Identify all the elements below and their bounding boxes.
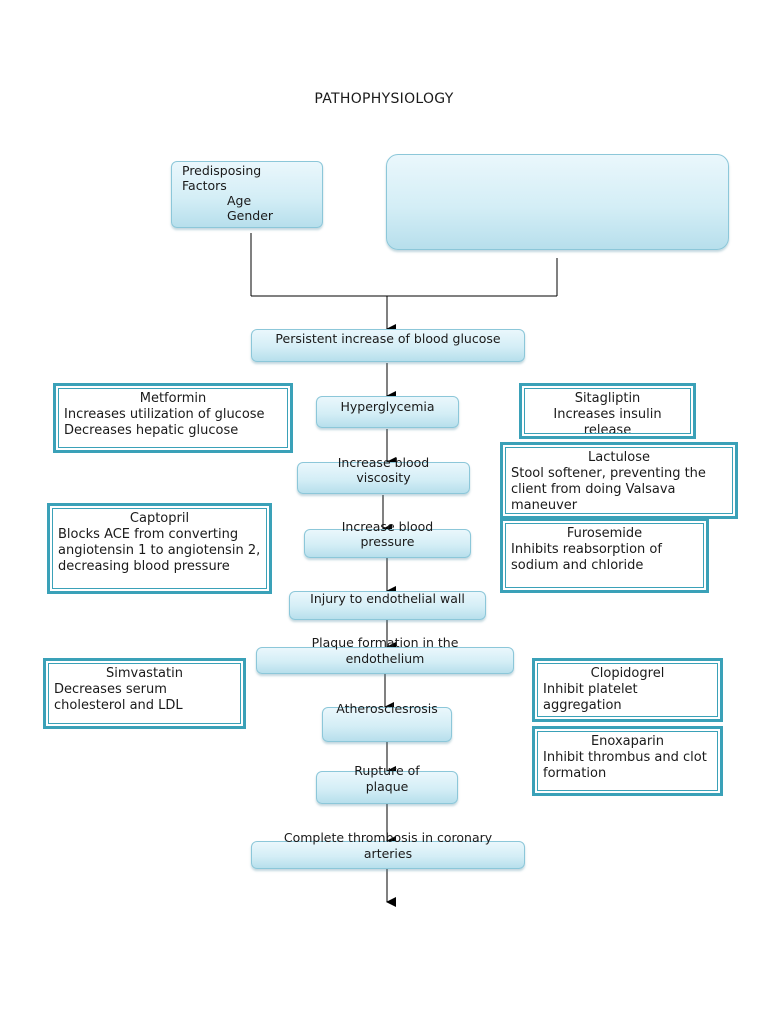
predisposing-heading-line1: Predisposing	[182, 163, 262, 178]
flow-label-plaque: Plaque formation in the endothelium	[311, 635, 459, 666]
drug-name-metformin: Metformin	[139, 391, 207, 406]
drug-desc-sitagliptin: Increases insulin release	[553, 407, 662, 434]
drug-box-metformin: Metformin Increases utilization of gluco…	[53, 383, 293, 453]
flow-label-atherosclerosis: Atherosclesrosis	[336, 701, 438, 716]
flow-label-thrombosis: Complete thrombosis in coronary arteries	[283, 830, 493, 861]
drug-name-simvastatin: Simvastatin	[106, 666, 183, 681]
drug-name-sitagliptin: Sitagliptin	[574, 391, 641, 406]
drug-desc-enoxaparin: Inhibit thrombus and clot formation	[543, 750, 707, 781]
drug-box-furosemide: Furosemide Inhibits reabsorption of sodi…	[500, 518, 709, 593]
drug-box-sitagliptin: Sitagliptin Increases insulin release	[519, 383, 696, 439]
drug-name-lactulose: Lactulose	[587, 450, 651, 465]
predisposing-heading-line2: Factors	[182, 178, 227, 193]
flow-node-pressure-box	[304, 529, 471, 558]
flow-node-plaque-box	[256, 647, 514, 674]
drug-box-captopril: Captopril Blocks ACE from converting ang…	[47, 503, 272, 594]
flow-label-pressure: Increase blood pressure	[341, 519, 434, 549]
flow-node-hyperglycemia: Hyperglycemia	[316, 396, 459, 428]
drug-box-enoxaparin: Enoxaparin Inhibit thrombus and clot for…	[532, 726, 723, 796]
drug-desc-furosemide: Inhibits reabsorption of sodium and chlo…	[511, 542, 662, 573]
drug-desc-lactulose: Stool softener, preventing the client fr…	[511, 466, 706, 513]
drug-name-furosemide: Furosemide	[566, 526, 643, 541]
predisposing-item-age: Age	[227, 193, 252, 208]
page-title: PATHOPHYSIOLOGY	[314, 91, 454, 107]
drug-name-enoxaparin: Enoxaparin	[590, 734, 665, 749]
precipitating-factors-box	[386, 154, 729, 250]
drug-desc-simvastatin: Decreases serum cholesterol and LDL	[54, 682, 183, 713]
flow-node-thrombosis-box	[251, 841, 525, 869]
predisposing-factors-box: Predisposing Factors Age Gender	[171, 161, 323, 228]
flow-label-rupture: Rupture of plaque	[354, 763, 420, 794]
drug-box-simvastatin: Simvastatin Decreases serum cholesterol …	[43, 658, 246, 729]
flow-node-glucose: Persistent increase of blood glucose	[251, 329, 525, 362]
drug-name-captopril: Captopril	[129, 511, 190, 526]
drug-desc-metformin: Increases utilization of glucose Decreas…	[64, 407, 265, 438]
drug-box-clopidogrel: Clopidogrel Inhibit platelet aggregation	[532, 658, 723, 722]
flow-label-viscosity: Increase blood viscosity	[337, 455, 430, 485]
flow-node-atherosclerosis-box	[322, 707, 452, 742]
drug-desc-captopril: Blocks ACE from converting angiotensin 1…	[58, 527, 261, 574]
drug-desc-clopidogrel: Inhibit platelet aggregation	[543, 682, 638, 713]
flow-node-injury: Injury to endothelial wall	[289, 591, 486, 620]
flow-node-viscosity-box	[297, 462, 470, 494]
flow-node-rupture-box	[316, 771, 458, 804]
drug-box-lactulose: Lactulose Stool softener, preventing the…	[500, 442, 738, 519]
drug-name-clopidogrel: Clopidogrel	[590, 666, 665, 681]
predisposing-item-gender: Gender	[227, 208, 274, 223]
